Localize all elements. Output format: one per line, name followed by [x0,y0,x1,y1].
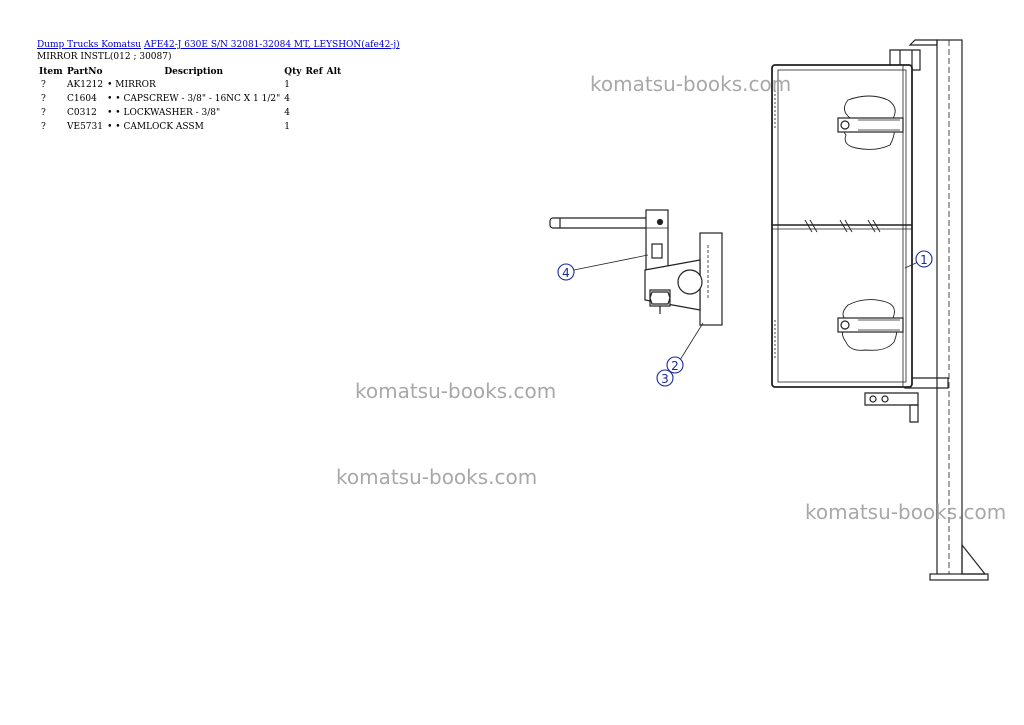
cell-description: • • CAMLOCK ASSM [107,122,204,132]
table-row: ? VE5731 • • CAMLOCK ASSM 1 [37,120,343,134]
section-title: MIRROR INSTL(012 ; 30087) [37,52,172,62]
cell-partno: VE5731 [67,122,103,132]
cell-ref [304,78,325,92]
cell-qty: 1 [284,122,291,132]
header-ref: Ref [305,67,323,77]
watermark: komatsu-books.com [355,379,557,403]
watermark: komatsu-books.com [590,72,792,96]
cell-partno: AK1212 [67,80,104,90]
cell-ref [304,92,325,106]
cell-description: • • CAPSCREW - 3/8" - 16NC X 1 1/2" [107,94,281,104]
cell-ref [304,120,325,134]
callout-2 [666,356,684,374]
parts-table: Item PartNo Description Qty Ref Alt ? AK… [37,66,343,134]
callout-1-label: 1 [920,253,928,267]
cell-qty: 4 [284,94,291,104]
cell-alt [325,92,344,106]
cell-alt [325,120,344,134]
cell-item: ? [41,122,46,132]
header-partno: PartNo [67,67,103,77]
table-header-row: Item PartNo Description Qty Ref Alt [37,66,343,78]
header-qty: Qty [284,67,302,77]
table-row: ? C1604 • • CAPSCREW - 3/8" - 16NC X 1 1… [37,92,343,106]
mounting-post [864,39,989,581]
camlock-assembly [549,209,723,326]
callout-4 [557,263,575,281]
callout-1 [915,250,933,268]
cell-item: ? [41,80,46,90]
cell-item: ? [41,94,46,104]
header-description: Description [164,67,224,77]
mirror-assembly-drawing: 1 2 3 4 [549,39,989,581]
breadcrumb-link-model[interactable]: AFE42-J 630E S/N 32081-32084 MT, LEYSHON… [143,40,400,50]
watermark: komatsu-books.com [805,500,1007,524]
cell-alt [325,78,344,92]
callout-4-label: 4 [562,266,570,280]
breadcrumb-link-dump-trucks[interactable]: Dump Trucks Komatsu [37,40,142,50]
callout-3 [656,369,674,387]
callout-2-label: 2 [671,359,679,373]
watermark: komatsu-books.com [336,465,538,489]
cell-ref [304,106,325,120]
leader-lines [573,254,919,361]
mirror-housing [771,64,913,388]
header-alt: Alt [326,67,342,77]
breadcrumb: Dump Trucks Komatsu AFE42-J 630E S/N 320… [37,40,400,50]
header-item: Item [39,67,63,77]
table-row: ? AK1212 • MIRROR 1 [37,78,343,92]
cell-qty: 4 [284,108,291,118]
cell-alt [325,106,344,120]
cell-partno: C0312 [67,108,97,118]
table-row: ? C0312 • • LOCKWASHER - 3/8" 4 [37,106,343,120]
cell-item: ? [41,108,46,118]
cell-partno: C1604 [67,94,97,104]
cell-description: • MIRROR [107,80,156,90]
cell-qty: 1 [284,80,291,90]
cell-description: • • LOCKWASHER - 3/8" [107,108,221,118]
callout-3-label: 3 [661,372,669,386]
